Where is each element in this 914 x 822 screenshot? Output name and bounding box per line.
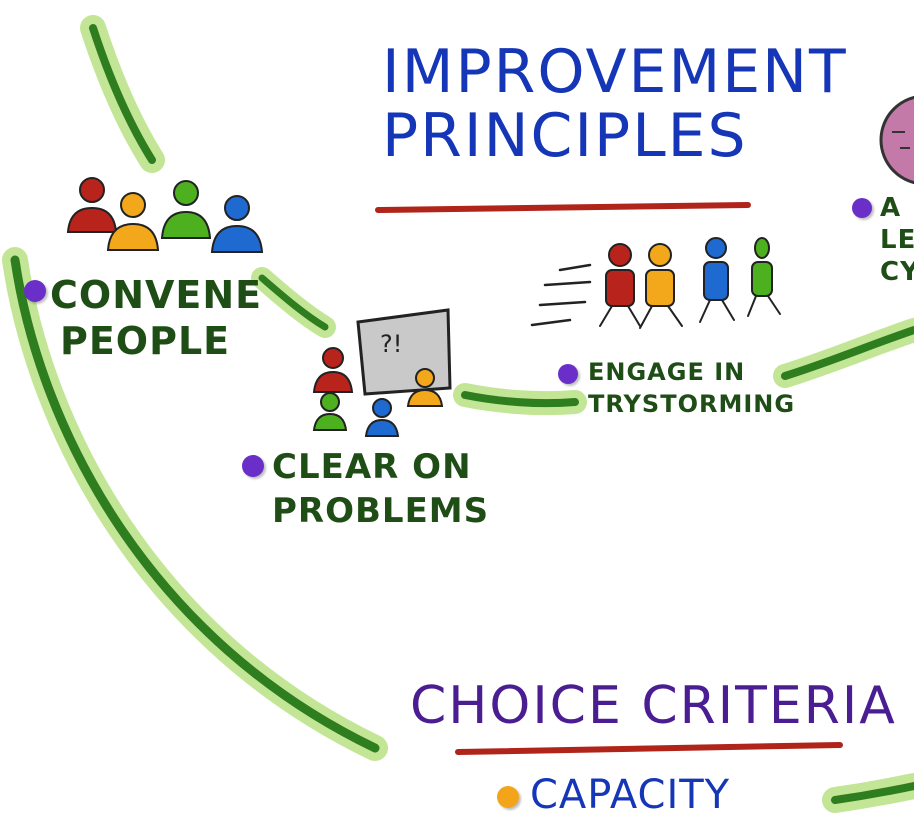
- clear-line-2: PROBLEMS: [272, 491, 490, 531]
- engage-line-2: TRYSTORMING: [588, 390, 796, 418]
- convene-people-label: CONVENE PEOPLE: [50, 272, 262, 364]
- convene-bullet: [24, 280, 46, 302]
- engage-trystorming-label: ENGAGE IN TRYSTORMING: [588, 356, 795, 420]
- board-sign-text: ?!: [380, 330, 402, 358]
- clear-bullet: [242, 455, 264, 477]
- clear-on-problems-label: CLEAR ON PROBLEMS: [272, 445, 489, 533]
- capacity-label: CAPACITY: [530, 772, 731, 818]
- engage-line-1: ENGAGE IN: [588, 358, 746, 386]
- cut-off-line-1: A: [880, 193, 902, 223]
- capacity-bullet: [497, 786, 519, 808]
- clear-line-1: CLEAR ON: [272, 447, 472, 487]
- connector-paths: [2, 15, 914, 813]
- improvement-principles-title: IMPROVEMENT PRINCIPLES: [382, 40, 848, 168]
- people-group-icon: [66, 177, 264, 253]
- choice-criteria-title: CHOICE CRITERIA: [410, 676, 897, 736]
- cut-off-bullet: [852, 198, 872, 218]
- convene-line-1: CONVENE: [50, 273, 263, 317]
- convene-line-2: PEOPLE: [60, 319, 231, 363]
- clock-icon: [879, 95, 914, 185]
- cut-off-line-2: LE: [880, 225, 914, 255]
- improvement-underline: [375, 202, 751, 213]
- title-line-1: IMPROVEMENT: [382, 37, 848, 107]
- cut-off-label: A LE CY: [880, 192, 914, 288]
- cut-off-line-3: CY: [880, 257, 914, 287]
- title-line-2: PRINCIPLES: [382, 101, 748, 171]
- engage-bullet: [558, 364, 578, 384]
- choice-underline: [455, 742, 843, 755]
- presentation-board-icon: ?!: [312, 308, 452, 437]
- running-people-icon: [530, 237, 781, 329]
